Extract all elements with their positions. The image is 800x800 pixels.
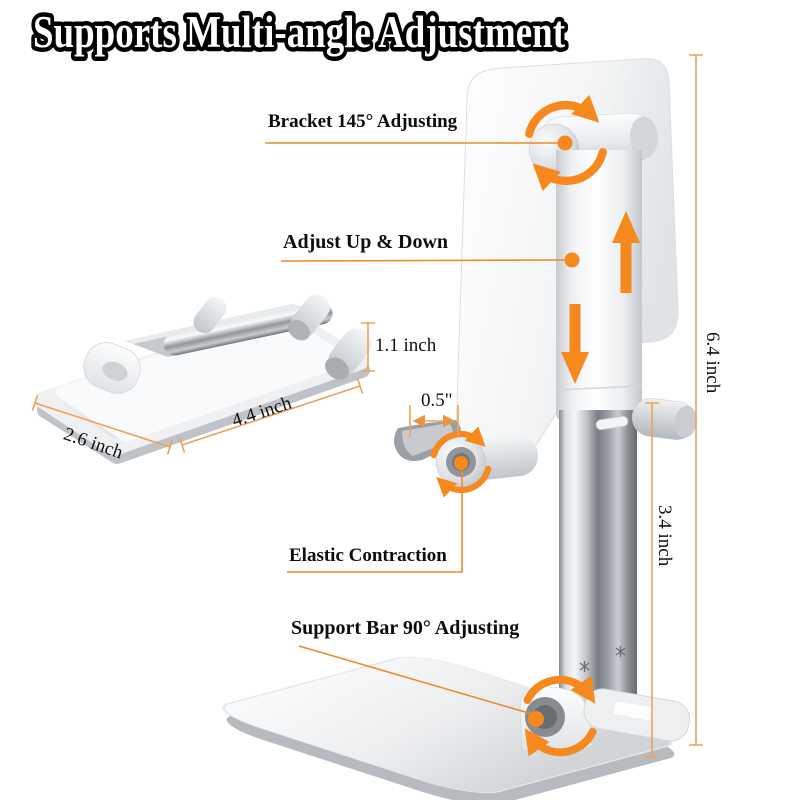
bracket-callout-dot xyxy=(557,135,573,151)
dim-line-3-4 xyxy=(645,402,659,758)
updown-callout-line xyxy=(280,259,566,262)
folded-chrome-bar xyxy=(163,302,333,356)
dim-pole-height-label: 3.4 inch xyxy=(653,505,675,567)
callout-updown-label: Adjust Up & Down xyxy=(283,231,449,253)
dim-line-1-1 xyxy=(361,322,375,372)
callout-bracket-label: Bracket 145° Adjusting xyxy=(268,111,458,132)
callout-elastic-label: Elastic Contraction xyxy=(289,545,447,566)
hook-lip-top xyxy=(402,423,454,456)
callout-support-bar-label: Support Bar 90° Adjusting xyxy=(291,617,520,639)
riser-seam xyxy=(555,385,643,391)
dim-folded-height-label: 1.1 inch xyxy=(375,335,437,356)
folded-stand xyxy=(34,294,372,464)
folded-foot-a xyxy=(287,294,330,341)
dim-ticks-0-5 xyxy=(409,405,459,437)
support-callout-dot xyxy=(528,711,544,727)
elastic-callout-line xyxy=(287,468,463,573)
page-title: Supports Multi-angle Adjustment xyxy=(33,7,565,57)
base-support-bar xyxy=(583,688,691,742)
folded-foot-b xyxy=(325,328,372,380)
folded-left-hook xyxy=(83,342,141,394)
up-arrow xyxy=(612,211,640,293)
elastic-callout-dot xyxy=(454,456,468,470)
annotations xyxy=(31,54,703,759)
folded-mid-foot xyxy=(193,296,227,334)
dim-line-4-4 xyxy=(181,385,361,446)
updown-callout-dot xyxy=(564,252,580,268)
side-collar xyxy=(631,398,697,440)
dim-line-6-4 xyxy=(689,54,703,746)
chrome-slot xyxy=(595,415,629,431)
support-callout-line xyxy=(298,645,533,715)
dim-total-height-label: 6.4 inch xyxy=(701,332,723,394)
chrome-pole xyxy=(559,410,637,716)
chrome-screws xyxy=(579,646,626,672)
dim-hook-width-label: 0.5" xyxy=(421,390,453,411)
dim-line-2-6 xyxy=(34,402,171,448)
down-arrow xyxy=(561,304,589,384)
main-stand xyxy=(222,58,697,800)
